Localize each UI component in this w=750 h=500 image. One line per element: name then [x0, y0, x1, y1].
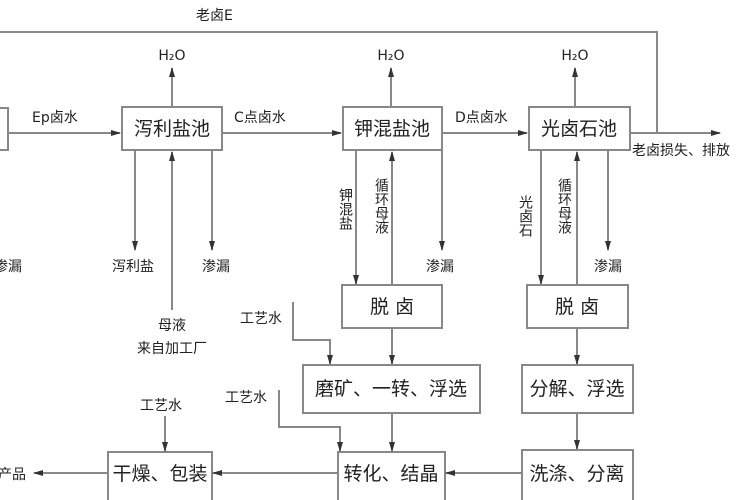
potash-mix-pond-label: 钾混盐池	[354, 118, 430, 140]
epsom-pond-box	[121, 106, 223, 151]
seepage-label-1: 渗漏	[202, 259, 230, 275]
grind-convert-float-label: 磨矿、一转、浮选	[315, 378, 467, 400]
carnallite-pond-box	[528, 106, 631, 151]
debrine-label-2: 脱 卤	[555, 296, 599, 318]
epsom-salt-label: 泻利盐	[112, 259, 154, 275]
water-label-1: H₂O	[158, 48, 185, 64]
process-water-arrow-2	[278, 390, 343, 452]
epsom-pond-label: 泻利盐池	[134, 118, 210, 140]
old-brine-loss-label: 老卤损失、排放	[632, 143, 730, 159]
ep-brine-label: Ep卤水	[32, 110, 78, 126]
process-water-label-3: 工艺水	[140, 398, 182, 414]
decompose-float-label: 分解、浮选	[529, 378, 624, 400]
mother-liquor-label: 母液	[158, 318, 186, 334]
source-pond-box	[0, 107, 9, 151]
water-label-2: H₂O	[377, 48, 404, 64]
process-water-arrow-1	[292, 302, 333, 365]
dry-pack-label: 干燥、包装	[112, 463, 207, 485]
wash-separate-label: 洗涤、分离	[529, 463, 624, 485]
convert-crystallize-box	[337, 451, 446, 500]
c-brine-label: C点卤水	[234, 110, 286, 126]
product-label: 产品	[0, 467, 26, 483]
old-brine-e-label: 老卤E	[196, 8, 233, 24]
potash-mix-salt-label: 钾混盐	[337, 188, 353, 230]
d-brine-label: D点卤水	[455, 110, 508, 126]
decompose-float-box	[521, 364, 634, 414]
debrine-label-1: 脱 卤	[370, 296, 414, 318]
process-water-label-2: 工艺水	[225, 390, 267, 406]
from-plant-label: 来自加工厂	[137, 341, 207, 357]
seepage-label-left: 渗漏	[0, 259, 22, 275]
old-brine-loop-line	[0, 31, 658, 133]
debrine-box-2	[526, 284, 629, 329]
recycle-liquor-label-2: 循环母液	[556, 178, 572, 234]
carnallite-pond-label: 光卤石池	[541, 118, 617, 140]
debrine-box-1	[341, 284, 443, 329]
recycle-liquor-label-1: 循环母液	[373, 178, 389, 234]
seepage-label-2: 渗漏	[426, 259, 454, 275]
seepage-label-3: 渗漏	[594, 259, 622, 275]
potash-mix-pond-box	[342, 106, 443, 151]
carnallite-label: 光卤石	[517, 195, 533, 237]
water-label-3: H₂O	[561, 48, 588, 64]
process-water-label-1: 工艺水	[240, 311, 282, 327]
dry-pack-box	[107, 451, 213, 500]
convert-crystallize-label: 转化、结晶	[343, 463, 438, 485]
wash-separate-box	[521, 449, 634, 500]
